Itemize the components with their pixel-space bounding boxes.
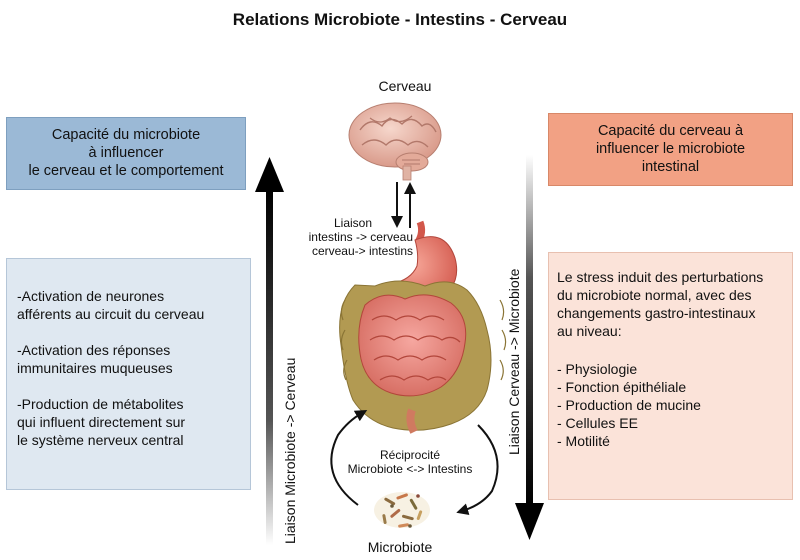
link-label-line: Liaison	[333, 216, 373, 230]
brain-gut-arrows	[391, 182, 416, 228]
list-item: - Production de mucine	[557, 397, 701, 413]
brain-to-microbiota-label: Liaison Cerveau -> Microbiote	[506, 268, 522, 455]
microbiota-label: Microbiote	[367, 539, 433, 555]
reciprocity-line: Réciprocité	[379, 448, 441, 462]
header-line: le cerveau et le comportement	[28, 163, 224, 179]
list-item: - Motilité	[557, 433, 610, 449]
brain-gut-link-label: Liaison intestins -> cerveau cerveau-> i…	[298, 216, 413, 258]
microbiota-effects-box: -Activation de neurones afférents au cir…	[6, 258, 251, 490]
header-line: intestinal	[641, 159, 700, 175]
microbiota-to-brain-arrow	[255, 157, 284, 545]
brain-illustration	[348, 102, 442, 181]
list-item: - Fonction épithéliale	[557, 379, 687, 395]
effect-item: -Activation des réponses immunitaires mu…	[17, 342, 173, 376]
reciprocity-label: Réciprocité Microbiote <-> Intestins	[330, 448, 490, 476]
microbiota-influence-header: Capacité du microbiote à influencer le c…	[6, 117, 246, 190]
brain-label: Cerveau	[378, 78, 432, 94]
header-line: à influencer	[88, 145, 164, 161]
stress-intro: Le stress induit des perturbations du mi…	[557, 269, 764, 339]
microbiota-illustration	[374, 492, 430, 528]
reciprocity-line: Microbiote <-> Intestins	[347, 462, 473, 476]
effect-item: -Production de métabolites qui influent …	[17, 396, 186, 448]
link-label-line: intestins -> cerveau	[308, 230, 413, 244]
stress-effects-box: Le stress induit des perturbations du mi…	[548, 252, 793, 500]
microbiota-to-brain-label: Liaison Microbiote -> Cerveau	[282, 357, 298, 544]
digestive-system-illustration	[339, 220, 507, 434]
list-item: - Cellules EE	[557, 415, 638, 431]
brain-to-microbiota-arrow	[515, 155, 544, 540]
header-line: influencer le microbiote	[595, 141, 746, 157]
diagram-title: Relations Microbiote - Intestins - Cerve…	[232, 10, 568, 29]
list-item: - Physiologie	[557, 361, 638, 377]
effect-item: -Activation de neurones afférents au cir…	[17, 288, 205, 322]
header-line: Capacité du microbiote	[51, 127, 201, 143]
stress-effects-list: - Physiologie - Fonction épithéliale - P…	[557, 360, 784, 450]
header-line: Capacité du cerveau à	[597, 123, 744, 139]
brain-influence-header: Capacité du cerveau à influencer le micr…	[548, 113, 793, 186]
reciprocity-arrows	[330, 410, 499, 516]
link-label-line: cerveau-> intestins	[311, 244, 413, 258]
